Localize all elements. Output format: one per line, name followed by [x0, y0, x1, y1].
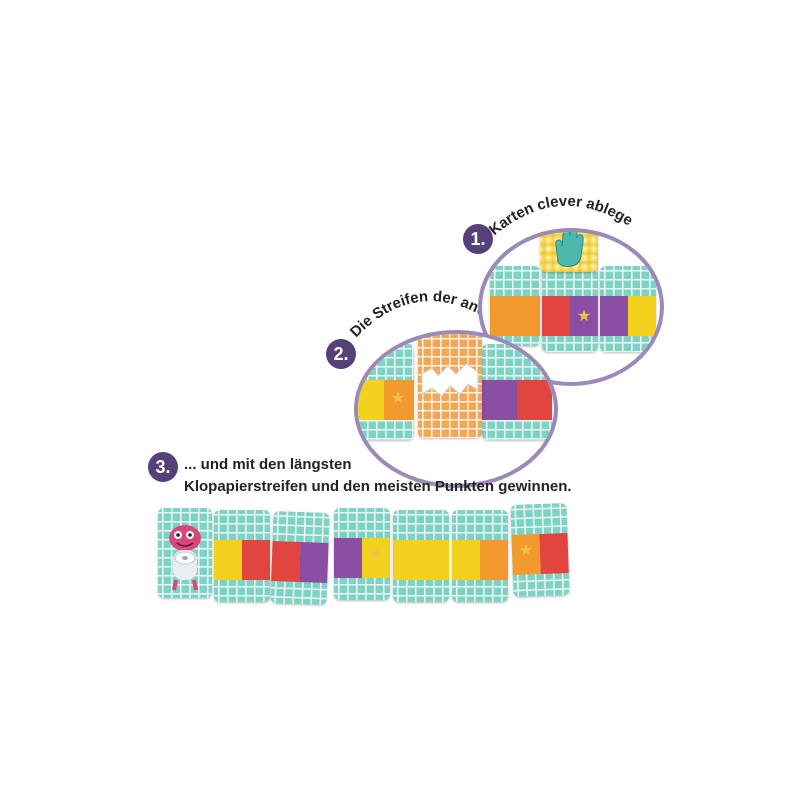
monster-card [158, 508, 212, 598]
monster-icon [169, 525, 201, 591]
card-left: ★ [358, 344, 414, 440]
step-3-number: 3. [155, 456, 171, 477]
step-3-caption-line-1: ... und mit den längsten [184, 456, 352, 473]
stripe-card: ★ [510, 503, 570, 597]
card-middle: ★ [542, 266, 598, 352]
step-2-badge: 2. [326, 339, 356, 369]
stripe-card [393, 510, 449, 602]
step-3-caption-line-2: Klopapierstreifen und den meisten Punkte… [184, 478, 572, 495]
step-3-badge: 3. [148, 452, 178, 482]
star-icon: ★ [368, 544, 384, 563]
stripe-card [452, 510, 508, 602]
step-1-number: 1. [470, 228, 486, 249]
torn-paper-icon [421, 363, 479, 397]
hand-icon [555, 232, 584, 267]
torn-paper-card [418, 334, 482, 438]
step-1-illustration: ★ [478, 228, 664, 386]
step-1-badge: 1. [463, 224, 493, 254]
star-icon: ★ [576, 306, 592, 325]
stripe-card [214, 510, 270, 602]
card-right [600, 266, 656, 352]
stripe-card: ★ [334, 508, 390, 600]
step-2-illustration: ★ [354, 330, 558, 488]
card-right [482, 344, 552, 440]
step-2-number: 2. [333, 343, 349, 364]
star-icon: ★ [390, 388, 406, 407]
card-left-partial [490, 266, 540, 346]
stripe-card [270, 511, 330, 605]
placed-hand-card [540, 232, 598, 272]
star-icon: ★ [518, 540, 534, 560]
